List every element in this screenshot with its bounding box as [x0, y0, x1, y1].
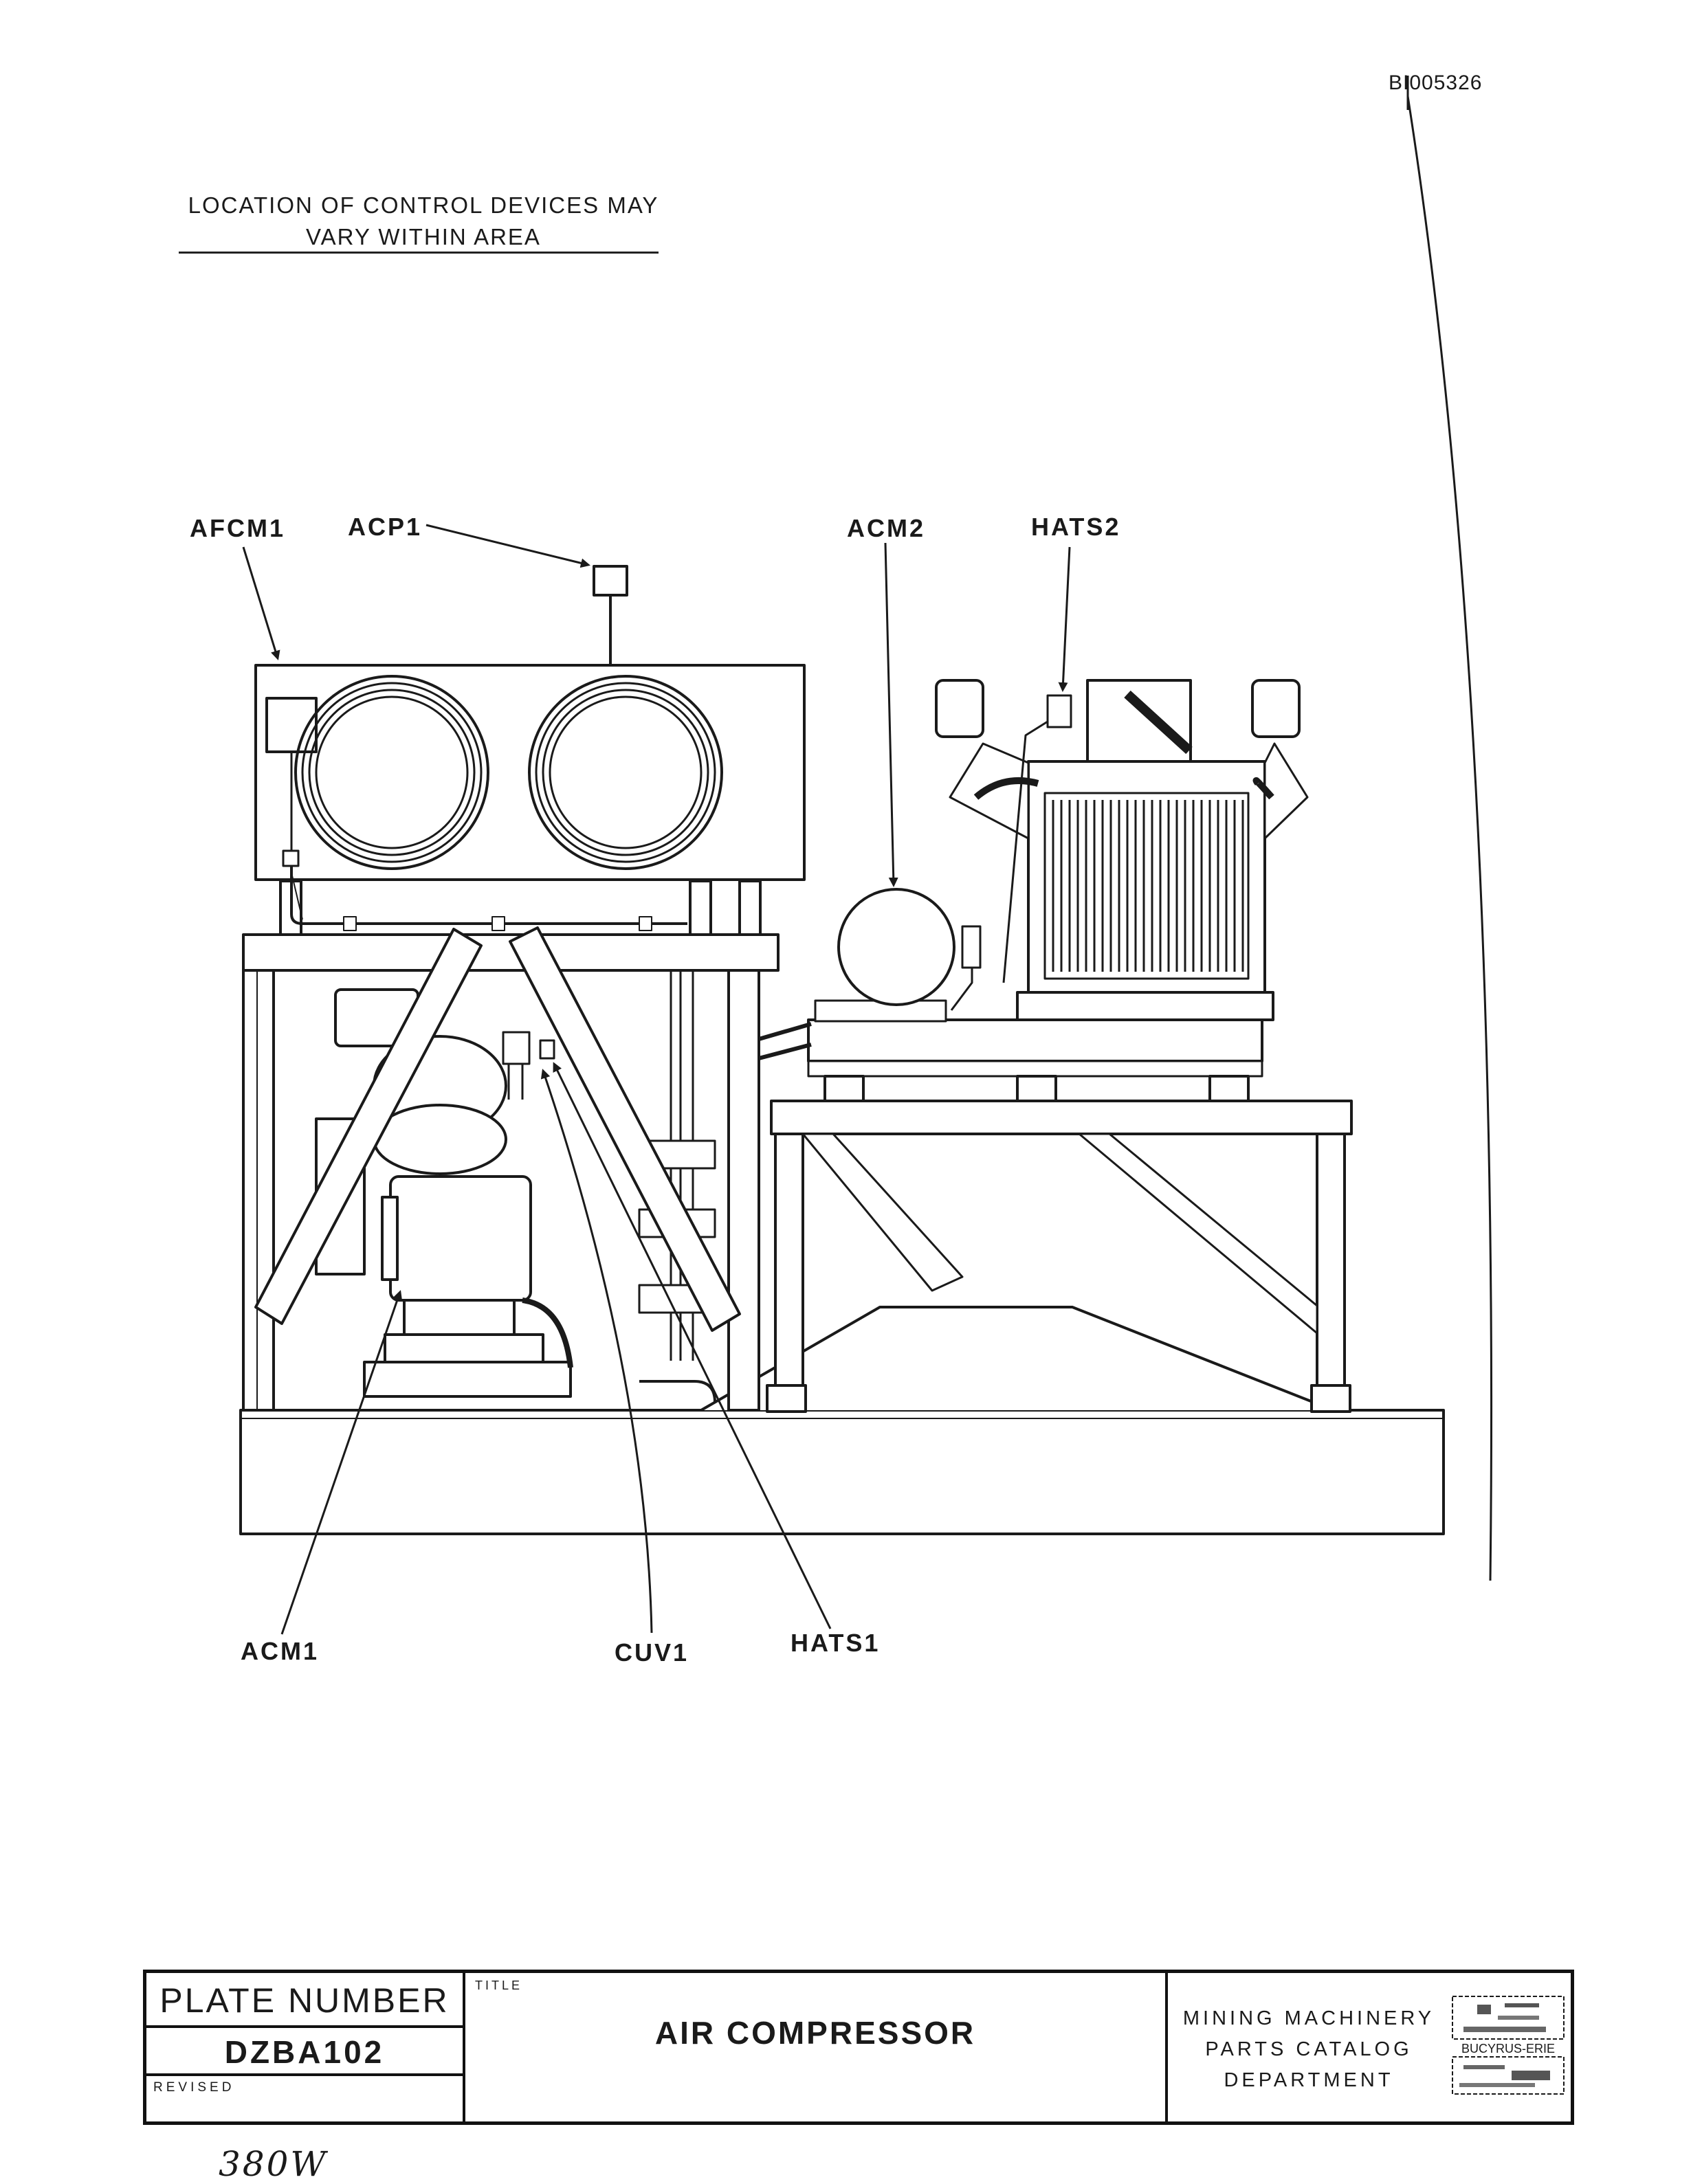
label-acp1: ACP1	[348, 513, 423, 541]
title-block: PLATE NUMBER DZBA102 REVISED TITLE AIR C…	[143, 1970, 1574, 2125]
engine-radiator	[935, 679, 1309, 1021]
drawing-title: AIR COMPRESSOR	[654, 2015, 976, 2051]
title-label: TITLE	[475, 1979, 523, 1992]
dept-line2: PARTS CATALOG	[1205, 2038, 1413, 2060]
label-cuv1: CUV1	[615, 1638, 689, 1667]
fan-left	[294, 675, 489, 870]
revised-label: REVISED	[153, 2080, 235, 2095]
label-hats2: HATS2	[1031, 513, 1121, 541]
acp1-device	[593, 565, 628, 597]
base-skid	[239, 1409, 1445, 1535]
diagonal-braces	[254, 926, 741, 1332]
label-acm1: ACM1	[241, 1637, 320, 1665]
fan-right	[528, 675, 723, 870]
plate-number-label: PLATE NUMBER	[146, 1973, 465, 2028]
left-frame	[242, 880, 780, 1412]
document-id: BI005326	[1389, 71, 1483, 94]
plate-number-value: DZBA102	[146, 2028, 465, 2076]
cuv1-device	[502, 1031, 531, 1065]
leader-acp1	[425, 524, 590, 568]
radiator-grille	[1052, 800, 1244, 972]
right-table-frame	[766, 1100, 1353, 1413]
leader-cuv1	[540, 1069, 653, 1634]
location-note-line1: LOCATION OF CONTROL DEVICES MAY	[188, 192, 659, 218]
location-note-line2: VARY WITHIN AREA	[306, 224, 541, 249]
hats2-device	[1046, 694, 1072, 728]
dept-line1: MINING MACHINERY	[1182, 2007, 1435, 2029]
label-hats1: HATS1	[791, 1629, 881, 1657]
aftercooler-unit	[254, 565, 806, 931]
title-divider	[1165, 1973, 1168, 2121]
label-acm2: ACM2	[847, 514, 926, 542]
leader-afcm1	[242, 546, 280, 660]
location-note: LOCATION OF CONTROL DEVICES MAY VARY WIT…	[176, 190, 671, 253]
handwritten-note: 380W	[219, 2144, 328, 2184]
note-underline	[179, 252, 659, 254]
leader-hats2	[1058, 546, 1071, 692]
leader-acm1	[280, 1290, 403, 1635]
acm2-tank	[837, 888, 982, 1011]
leader-hats1	[553, 1062, 832, 1629]
page-edge-curve	[1406, 96, 1493, 1581]
company-logo	[1452, 1996, 1565, 2095]
leader-acm2	[884, 542, 898, 887]
company-logo-text: BUCYRUS-ERIE	[1461, 2042, 1556, 2055]
label-afcm1: AFCM1	[190, 514, 285, 542]
dept-line3: DEPARTMENT	[1224, 2069, 1394, 2091]
department-block: MINING MACHINERY PARTS CATALOG DEPARTMEN…	[1168, 2003, 1450, 2096]
